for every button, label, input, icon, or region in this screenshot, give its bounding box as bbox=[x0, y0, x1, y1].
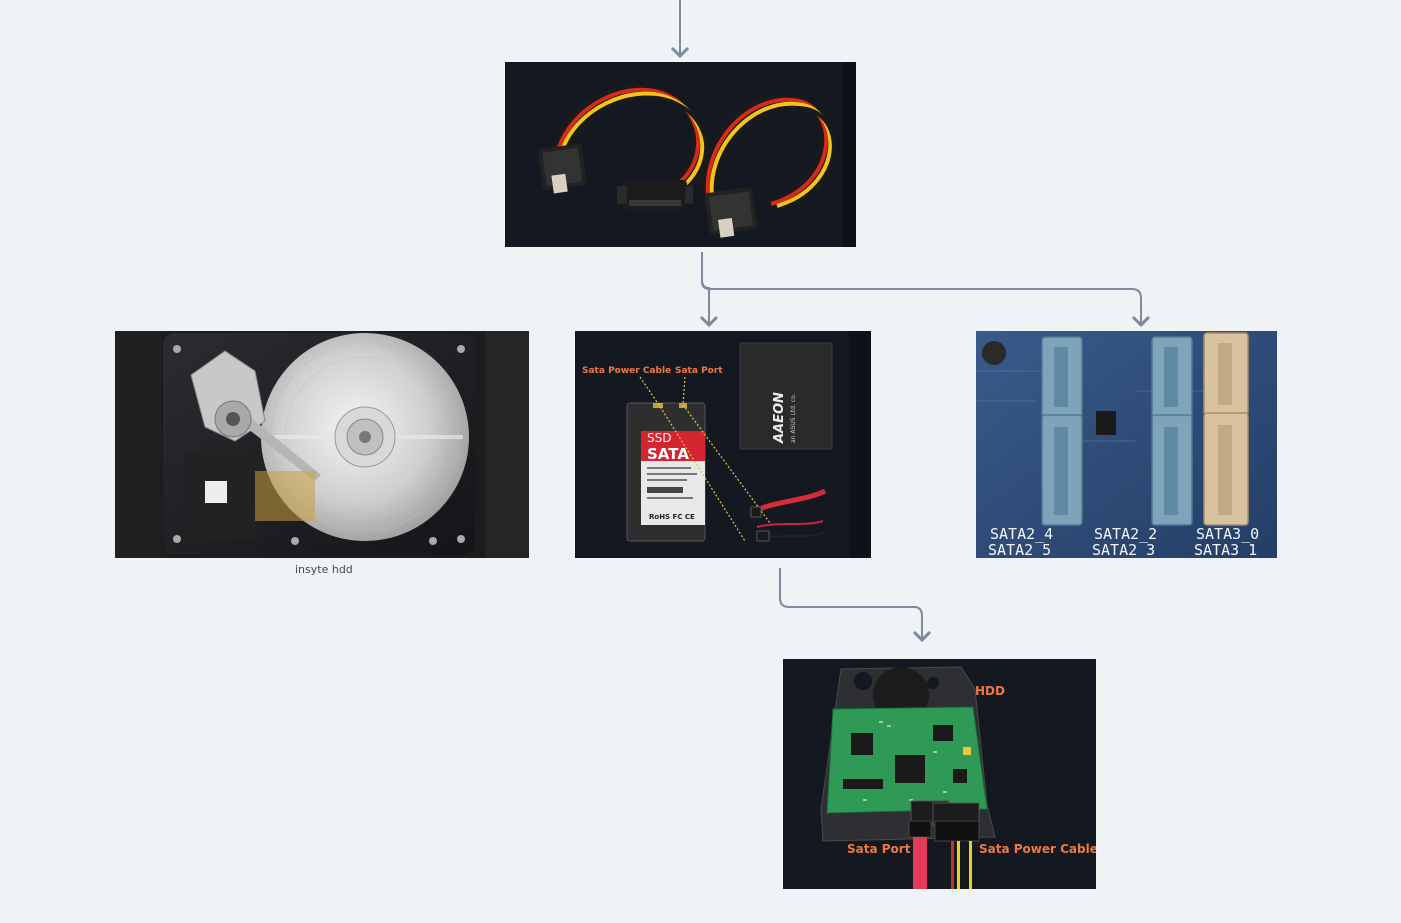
motherboard-sata-ports-image[interactable]: SATA2_4 SATA2_2 SATA3_0 SATA2_5 SATA2_3 … bbox=[976, 331, 1277, 558]
hdd-internals-image[interactable] bbox=[115, 331, 529, 558]
ssd-sticker-top: SSD bbox=[647, 431, 671, 445]
hdd-board-label-sata-port: Sata Port bbox=[847, 842, 911, 856]
hdd-internals-caption: insyte hdd bbox=[295, 563, 353, 576]
hdd-board-label-power-cable: Sata Power Cable bbox=[979, 842, 1096, 856]
power-splitter-cable-image[interactable] bbox=[505, 62, 856, 247]
ssd-label-sata-port: Sata Port bbox=[675, 366, 723, 376]
ssd-label-power-cable: Sata Power Cable bbox=[582, 366, 671, 376]
ssd-box-sub: an ASUS Ltd. co. bbox=[790, 393, 797, 443]
mb-label-sata2-4: SATA2_4 bbox=[990, 525, 1053, 543]
mb-label-sata3-1: SATA3_1 bbox=[1194, 541, 1257, 558]
hdd-board-label-hdd: HDD bbox=[975, 684, 1005, 698]
mb-label-sata2-5: SATA2_5 bbox=[988, 541, 1051, 558]
mb-label-sata3-0: SATA3_0 bbox=[1196, 525, 1259, 543]
ssd-sticker-foot: RoHS FC CE bbox=[649, 513, 695, 521]
hdd-board-image[interactable]: HDD Sata Port Sata Power Cable bbox=[783, 659, 1096, 889]
mb-label-sata2-2: SATA2_2 bbox=[1094, 525, 1157, 543]
ssd-box-brand: AAEON bbox=[772, 392, 787, 444]
ssd-sticker-big: SATA bbox=[647, 445, 689, 463]
connector-ssd-to-hdd-board bbox=[779, 568, 932, 643]
ssd-sata-image[interactable]: Sata Power Cable Sata Port SSD SATA RoHS… bbox=[575, 331, 871, 558]
connector-power-cable-to-motherboard bbox=[701, 252, 1151, 328]
mb-label-sata2-3: SATA2_3 bbox=[1092, 541, 1155, 558]
